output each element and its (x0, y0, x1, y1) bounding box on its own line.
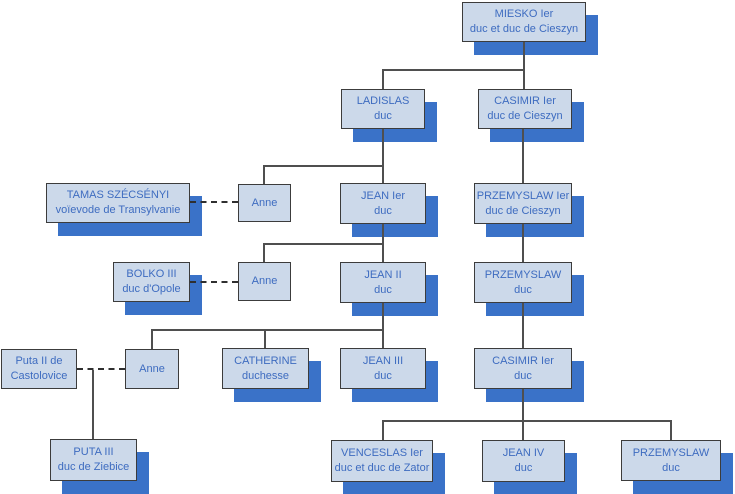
node-title: duc (514, 369, 532, 382)
node-name: JEAN Ier (360, 189, 405, 202)
node-title: duc (374, 204, 392, 217)
marriage-dashed-line (190, 201, 238, 203)
tree-node-anne-1[interactable]: Anne (238, 184, 291, 222)
tree-node-jean-1er[interactable]: JEAN Ier duc (340, 183, 426, 224)
node-title: duc et duc de Cieszyn (469, 23, 579, 35)
connector-line-vertical (382, 70, 384, 89)
connector-line-horizontal (263, 165, 384, 167)
tree-node-jean-iii[interactable]: JEAN III duc (340, 348, 426, 389)
tree-node-venceslas-1er[interactable]: VENCESLAS Ier duc et duc de Zator (331, 440, 433, 482)
tree-node-casimir-1er-cieszyn[interactable]: CASIMIR Ier duc de Cieszyn (478, 89, 572, 129)
tree-node-bolko-iii[interactable]: BOLKO III duc d'Opole (113, 262, 190, 302)
marriage-dashed-line (190, 281, 238, 283)
connector-line-vertical (382, 303, 384, 348)
node-name: PUTA III (73, 446, 114, 458)
node-title: duc (374, 110, 392, 122)
tree-node-tamas-szecsenyi[interactable]: TAMAS SZÉCSÉNYI voïevode de Transylvanie (46, 183, 190, 223)
node-name: JEAN II (364, 268, 402, 281)
node-title: Castolovice (10, 370, 68, 382)
node-title: duc de Cieszyn (485, 204, 561, 217)
connector-line-vertical (151, 330, 153, 349)
node-name: JEAN III (362, 354, 404, 367)
tree-node-ladislas[interactable]: LADISLAS duc (341, 89, 425, 129)
node-name: CATHERINE (234, 354, 297, 367)
tree-node-casimir-1er-duc[interactable]: CASIMIR Ier duc (474, 348, 572, 389)
node-title: duc (662, 461, 680, 474)
node-name: VENCESLAS Ier (341, 447, 423, 459)
node-name: MIESKO Ier (494, 8, 554, 20)
connector-line-vertical (263, 166, 265, 184)
node-name: CASIMIR Ier (492, 354, 554, 367)
node-title: duc (514, 283, 532, 296)
connector-line-horizontal (151, 329, 384, 331)
node-title: duchesse (241, 369, 290, 382)
tree-node-anne-2[interactable]: Anne (238, 262, 291, 301)
node-name: BOLKO III (126, 268, 177, 280)
node-title: duc (374, 369, 392, 382)
connector-line-vertical (522, 129, 524, 183)
tree-node-jean-ii[interactable]: JEAN II duc (340, 262, 426, 303)
tree-node-przemyslaw-1er[interactable]: PRZEMYSLAW Ier duc de Cieszyn (474, 183, 572, 224)
tree-node-catherine[interactable]: CATHERINE duchesse (222, 348, 309, 389)
node-title: duc (374, 283, 392, 296)
connector-line-horizontal (263, 243, 384, 245)
connector-line-vertical (523, 42, 525, 89)
node-name: PRZEMYSLAW (484, 268, 562, 281)
node-name: Anne (251, 275, 278, 287)
node-title: duc de Ziebice (57, 461, 130, 473)
connector-line-vertical (92, 370, 94, 439)
node-name: Anne (251, 196, 278, 209)
tree-node-puta-iii[interactable]: PUTA III duc de Ziebice (50, 439, 137, 481)
node-name: LADISLAS (356, 95, 410, 107)
node-name: Anne (139, 362, 165, 375)
connector-line-vertical (670, 421, 672, 440)
tree-node-anne-3[interactable]: Anne (125, 349, 179, 389)
node-name: TAMAS SZÉCSÉNYI (66, 189, 170, 201)
node-title: duc de Cieszyn (487, 110, 563, 122)
node-title: duc et duc de Zator (334, 462, 430, 474)
tree-node-jean-iv[interactable]: JEAN IV duc (482, 440, 565, 482)
node-name: JEAN IV (502, 447, 545, 459)
connector-line-horizontal (382, 69, 525, 71)
connector-line-horizontal (382, 420, 672, 422)
node-name: PRZEMYSLAW (632, 446, 710, 459)
node-name: CASIMIR Ier (494, 95, 556, 107)
tree-node-miesko-1er[interactable]: MIESKO Ier duc et duc de Cieszyn (462, 2, 586, 42)
node-title: duc (514, 462, 533, 474)
connector-line-vertical (382, 129, 384, 183)
connector-line-vertical (264, 330, 266, 348)
connector-line-vertical (522, 224, 524, 262)
tree-node-przemyslaw[interactable]: PRZEMYSLAW duc (474, 262, 572, 303)
connector-line-vertical (263, 244, 265, 262)
marriage-dashed-line (77, 368, 125, 370)
node-name: Puta II de (15, 355, 63, 367)
tree-node-puta-ii[interactable]: Puta II de Castolovice (1, 349, 77, 389)
tree-node-przemyslaw-2[interactable]: PRZEMYSLAW duc (621, 440, 721, 481)
connector-line-vertical (522, 389, 524, 440)
connector-line-vertical (522, 303, 524, 348)
node-title: duc d'Opole (122, 283, 181, 295)
connector-line-vertical (382, 421, 384, 440)
node-name: PRZEMYSLAW Ier (476, 189, 570, 202)
node-title: voïevode de Transylvanie (55, 204, 181, 216)
